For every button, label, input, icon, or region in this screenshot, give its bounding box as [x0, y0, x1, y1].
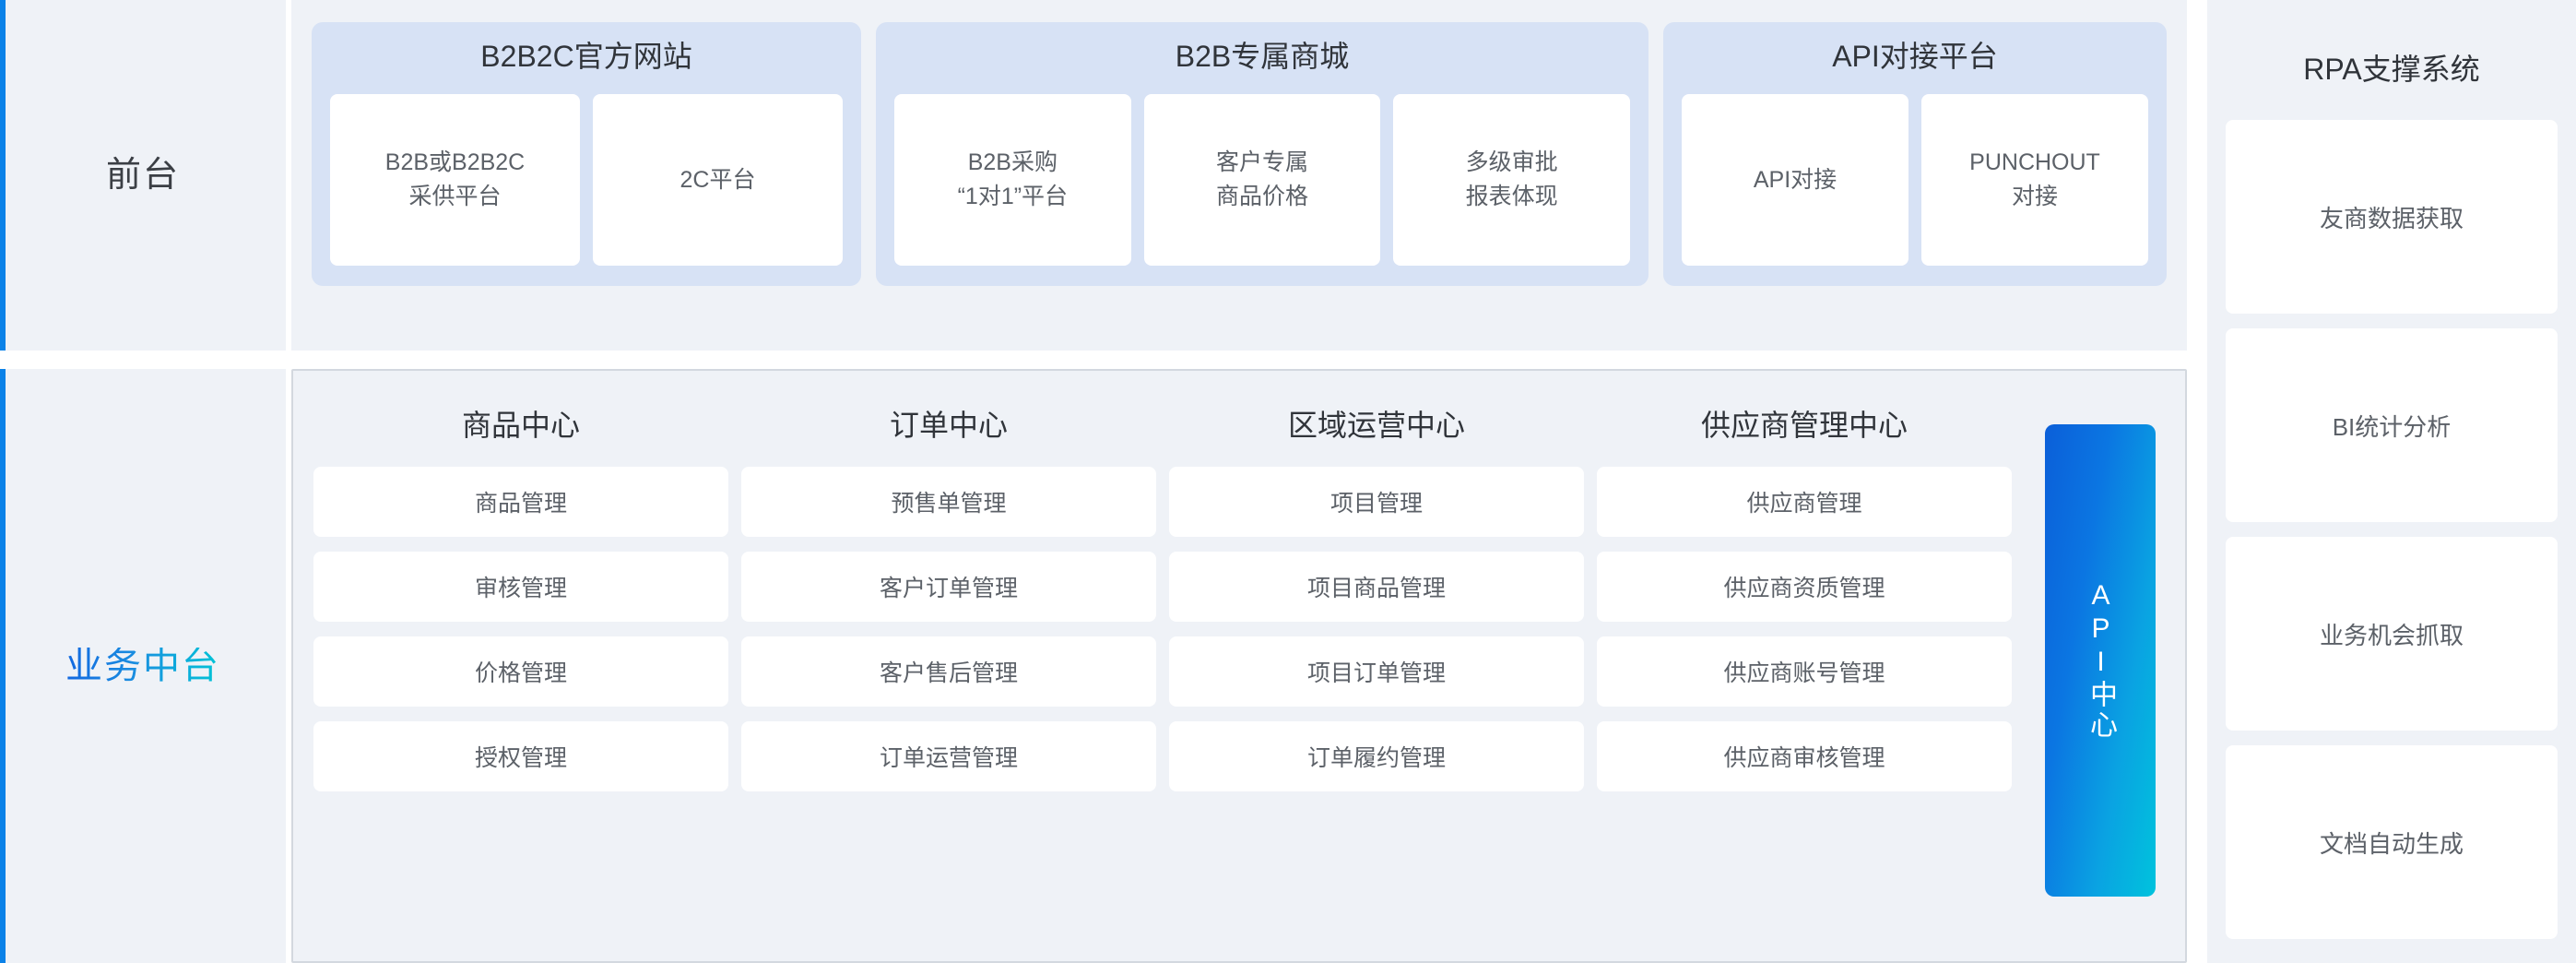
mid-item[interactable]: 订单履约管理: [1169, 721, 1584, 792]
mid-column-items: 商品管理 审核管理 价格管理 授权管理: [313, 467, 728, 792]
front-group-title: API对接平台: [1832, 40, 1998, 73]
mid-item[interactable]: 审核管理: [313, 552, 728, 623]
mid-column-supplier-center: 供应商管理中心 供应商管理 供应商资质管理 供应商账号管理 供应商审核管理: [1597, 387, 2012, 933]
front-card[interactable]: 2C平台: [593, 94, 843, 267]
rpa-item[interactable]: BI统计分析: [2226, 328, 2558, 523]
middle-platform-section: 商品中心 商品管理 审核管理 价格管理 授权管理 订单中心 预售单管理 客户订单…: [291, 369, 2187, 963]
rpa-support-section: RPA支撑系统 友商数据获取 BI统计分析 业务机会抓取 文档自动生成: [2207, 0, 2576, 963]
mid-item[interactable]: 项目管理: [1169, 467, 1584, 538]
front-group-b2b-mall: B2B专属商城 B2B采购“1对1”平台 客户专属商品价格 多级审批报表体现: [876, 22, 1648, 287]
mid-item[interactable]: 客户售后管理: [741, 636, 1156, 707]
mid-column-items: 预售单管理 客户订单管理 客户售后管理 订单运营管理: [741, 467, 1156, 792]
mid-column-title: 区域运营中心: [1287, 409, 1465, 442]
front-group-cards: B2B采购“1对1”平台 客户专属商品价格 多级审批报表体现: [894, 94, 1631, 267]
mid-column-order-center: 订单中心 预售单管理 客户订单管理 客户售后管理 订单运营管理: [741, 387, 1156, 933]
mid-item[interactable]: 供应商账号管理: [1597, 636, 2012, 707]
front-card[interactable]: B2B采购“1对1”平台: [894, 94, 1131, 267]
rail-middle-platform-label: 业务中台: [65, 646, 220, 686]
mid-item[interactable]: 价格管理: [313, 636, 728, 707]
mid-column-items: 项目管理 项目商品管理 项目订单管理 订单履约管理: [1169, 467, 1584, 792]
mid-item[interactable]: 商品管理: [313, 467, 728, 538]
rail-front-stage: 前台: [0, 0, 286, 351]
mid-item[interactable]: 供应商审核管理: [1597, 721, 2012, 792]
rpa-items: 友商数据获取 BI统计分析 业务机会抓取 文档自动生成: [2226, 120, 2558, 940]
mid-item[interactable]: 授权管理: [313, 721, 728, 792]
rpa-item[interactable]: 业务机会抓取: [2226, 537, 2558, 731]
mid-item[interactable]: 项目订单管理: [1169, 636, 1584, 707]
rpa-item[interactable]: 友商数据获取: [2226, 120, 2558, 315]
mid-column-title: 商品中心: [461, 409, 580, 442]
mid-column-product-center: 商品中心 商品管理 审核管理 价格管理 授权管理: [313, 387, 728, 933]
mid-column-title: 订单中心: [889, 409, 1008, 442]
api-center-label: API中心: [2086, 580, 2116, 741]
mid-item[interactable]: 订单运营管理: [741, 721, 1156, 792]
mid-column-regional-ops-center: 区域运营中心 项目管理 项目商品管理 项目订单管理 订单履约管理: [1169, 387, 1584, 933]
rpa-title: RPA支撑系统: [2303, 53, 2480, 86]
front-group-title: B2B专属商城: [1175, 40, 1350, 73]
front-card[interactable]: 客户专属商品价格: [1143, 94, 1381, 267]
front-group-title: B2B2C官方网站: [480, 40, 692, 73]
rail-front-stage-label: 前台: [105, 156, 180, 195]
rpa-item[interactable]: 文档自动生成: [2226, 745, 2558, 940]
mid-item[interactable]: 供应商资质管理: [1597, 552, 2012, 623]
rail-middle-platform: 业务中台: [0, 369, 286, 963]
mid-column-title: 供应商管理中心: [1700, 409, 1908, 442]
api-center-bar[interactable]: API中心: [2045, 424, 2156, 897]
front-card[interactable]: 多级审批报表体现: [1393, 94, 1631, 267]
mid-item[interactable]: 供应商管理: [1597, 467, 2012, 538]
mid-column-items: 供应商管理 供应商资质管理 供应商账号管理 供应商审核管理: [1597, 467, 2012, 792]
mid-item[interactable]: 客户订单管理: [741, 552, 1156, 623]
front-card[interactable]: API对接: [1682, 94, 1908, 267]
mid-item[interactable]: 项目商品管理: [1169, 552, 1584, 623]
mid-item[interactable]: 预售单管理: [741, 467, 1156, 538]
